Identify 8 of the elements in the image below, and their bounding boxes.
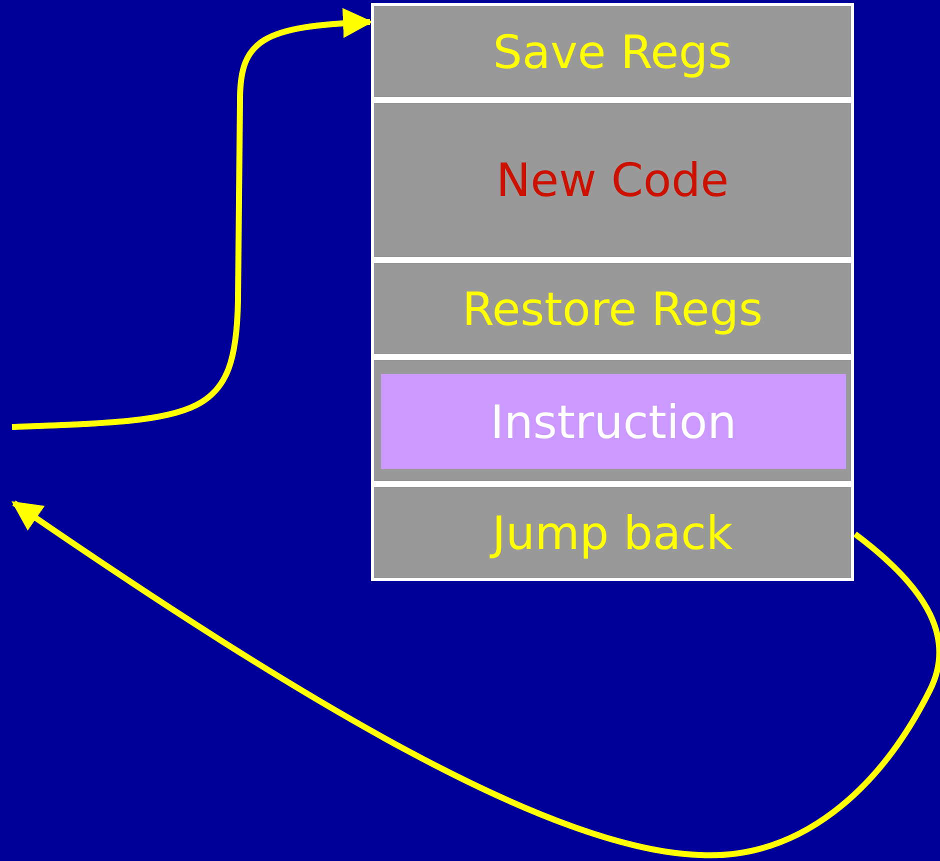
memory-block: Instruction bbox=[381, 374, 846, 469]
arrow bbox=[12, 8, 373, 430]
memory-block: Restore Regs bbox=[371, 260, 854, 357]
memory-block: Jump back bbox=[371, 484, 854, 581]
memory-block: Save Regs bbox=[371, 3, 854, 100]
memory-block: New Code bbox=[371, 100, 854, 260]
arrow bbox=[12, 500, 940, 858]
memory-slot bbox=[371, 357, 854, 484]
